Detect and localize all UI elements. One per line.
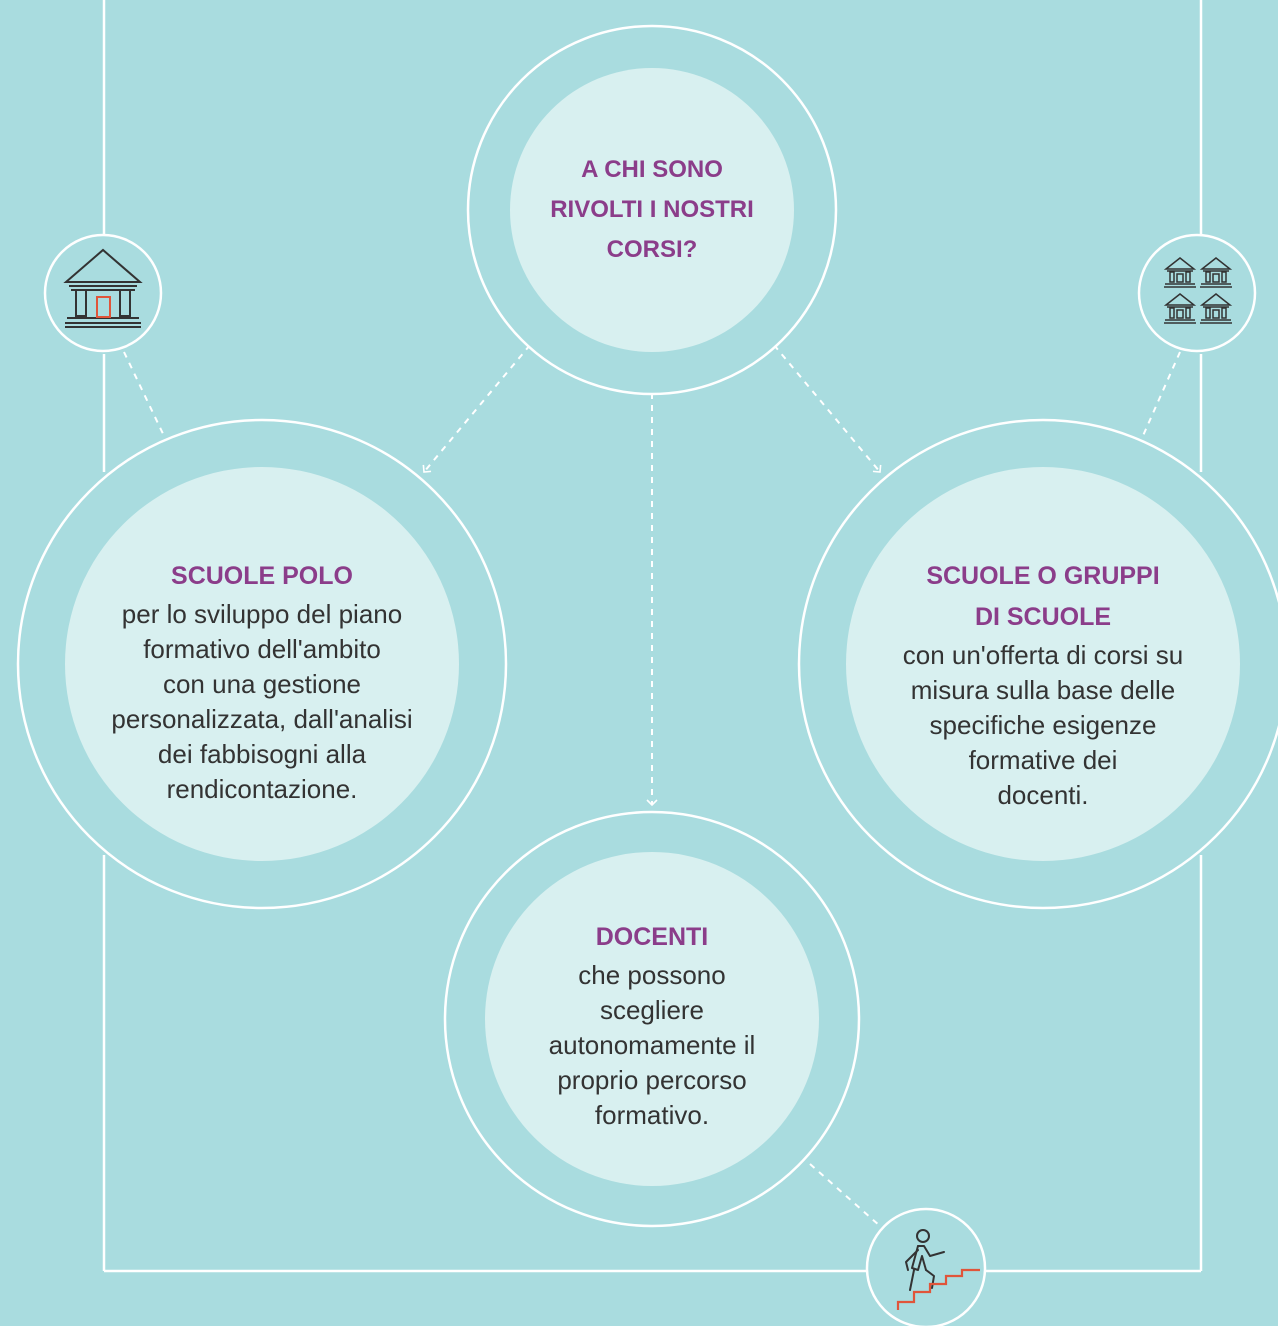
central-title: A CHI SONO RIVOLTI I NOSTRI CORSI? (550, 156, 754, 263)
connectors (123, 344, 1181, 1227)
person-climbing-stairs-icon (865, 1207, 987, 1326)
docenti-text: DOCENTI che possono scegliere autonomame… (497, 917, 807, 1137)
docenti-body: che possono scegliere autonomamente il p… (548, 960, 756, 1130)
scuole-polo-title: SCUOLE POLO (171, 562, 353, 590)
arrow-to-scuole-gruppi (773, 344, 882, 473)
scuole-gruppi-title: SCUOLE O GRUPPI DI SCUOLE (926, 562, 1160, 631)
connector-icon-bottom (809, 1163, 881, 1227)
central-question: A CHI SONO RIVOLTI I NOSTRI CORSI? (522, 140, 782, 280)
docenti-circle (443, 810, 861, 1228)
connector-icon-right (1141, 351, 1181, 439)
scuole-polo-circle (16, 418, 508, 910)
school-group-icon (1137, 233, 1257, 353)
outer-frame (102, 0, 1203, 1273)
scuole-polo-body: per lo sviluppo del piano formativo dell… (111, 599, 413, 804)
central-circle (466, 24, 838, 396)
school-building-icon (43, 233, 163, 353)
docenti-title: DOCENTI (595, 923, 709, 951)
connector-icon-left (123, 351, 166, 439)
scuole-gruppi-body: con un'offerta di corsi su misura sulla … (902, 640, 1184, 810)
scuole-polo-text: SCUOLE POLO per lo sviluppo del piano fo… (72, 556, 452, 806)
arrow-to-scuole-polo (422, 344, 531, 473)
scuole-gruppi-circle (797, 418, 1278, 910)
scuole-gruppi-text: SCUOLE O GRUPPI DI SCUOLE con un'offerta… (853, 556, 1233, 816)
